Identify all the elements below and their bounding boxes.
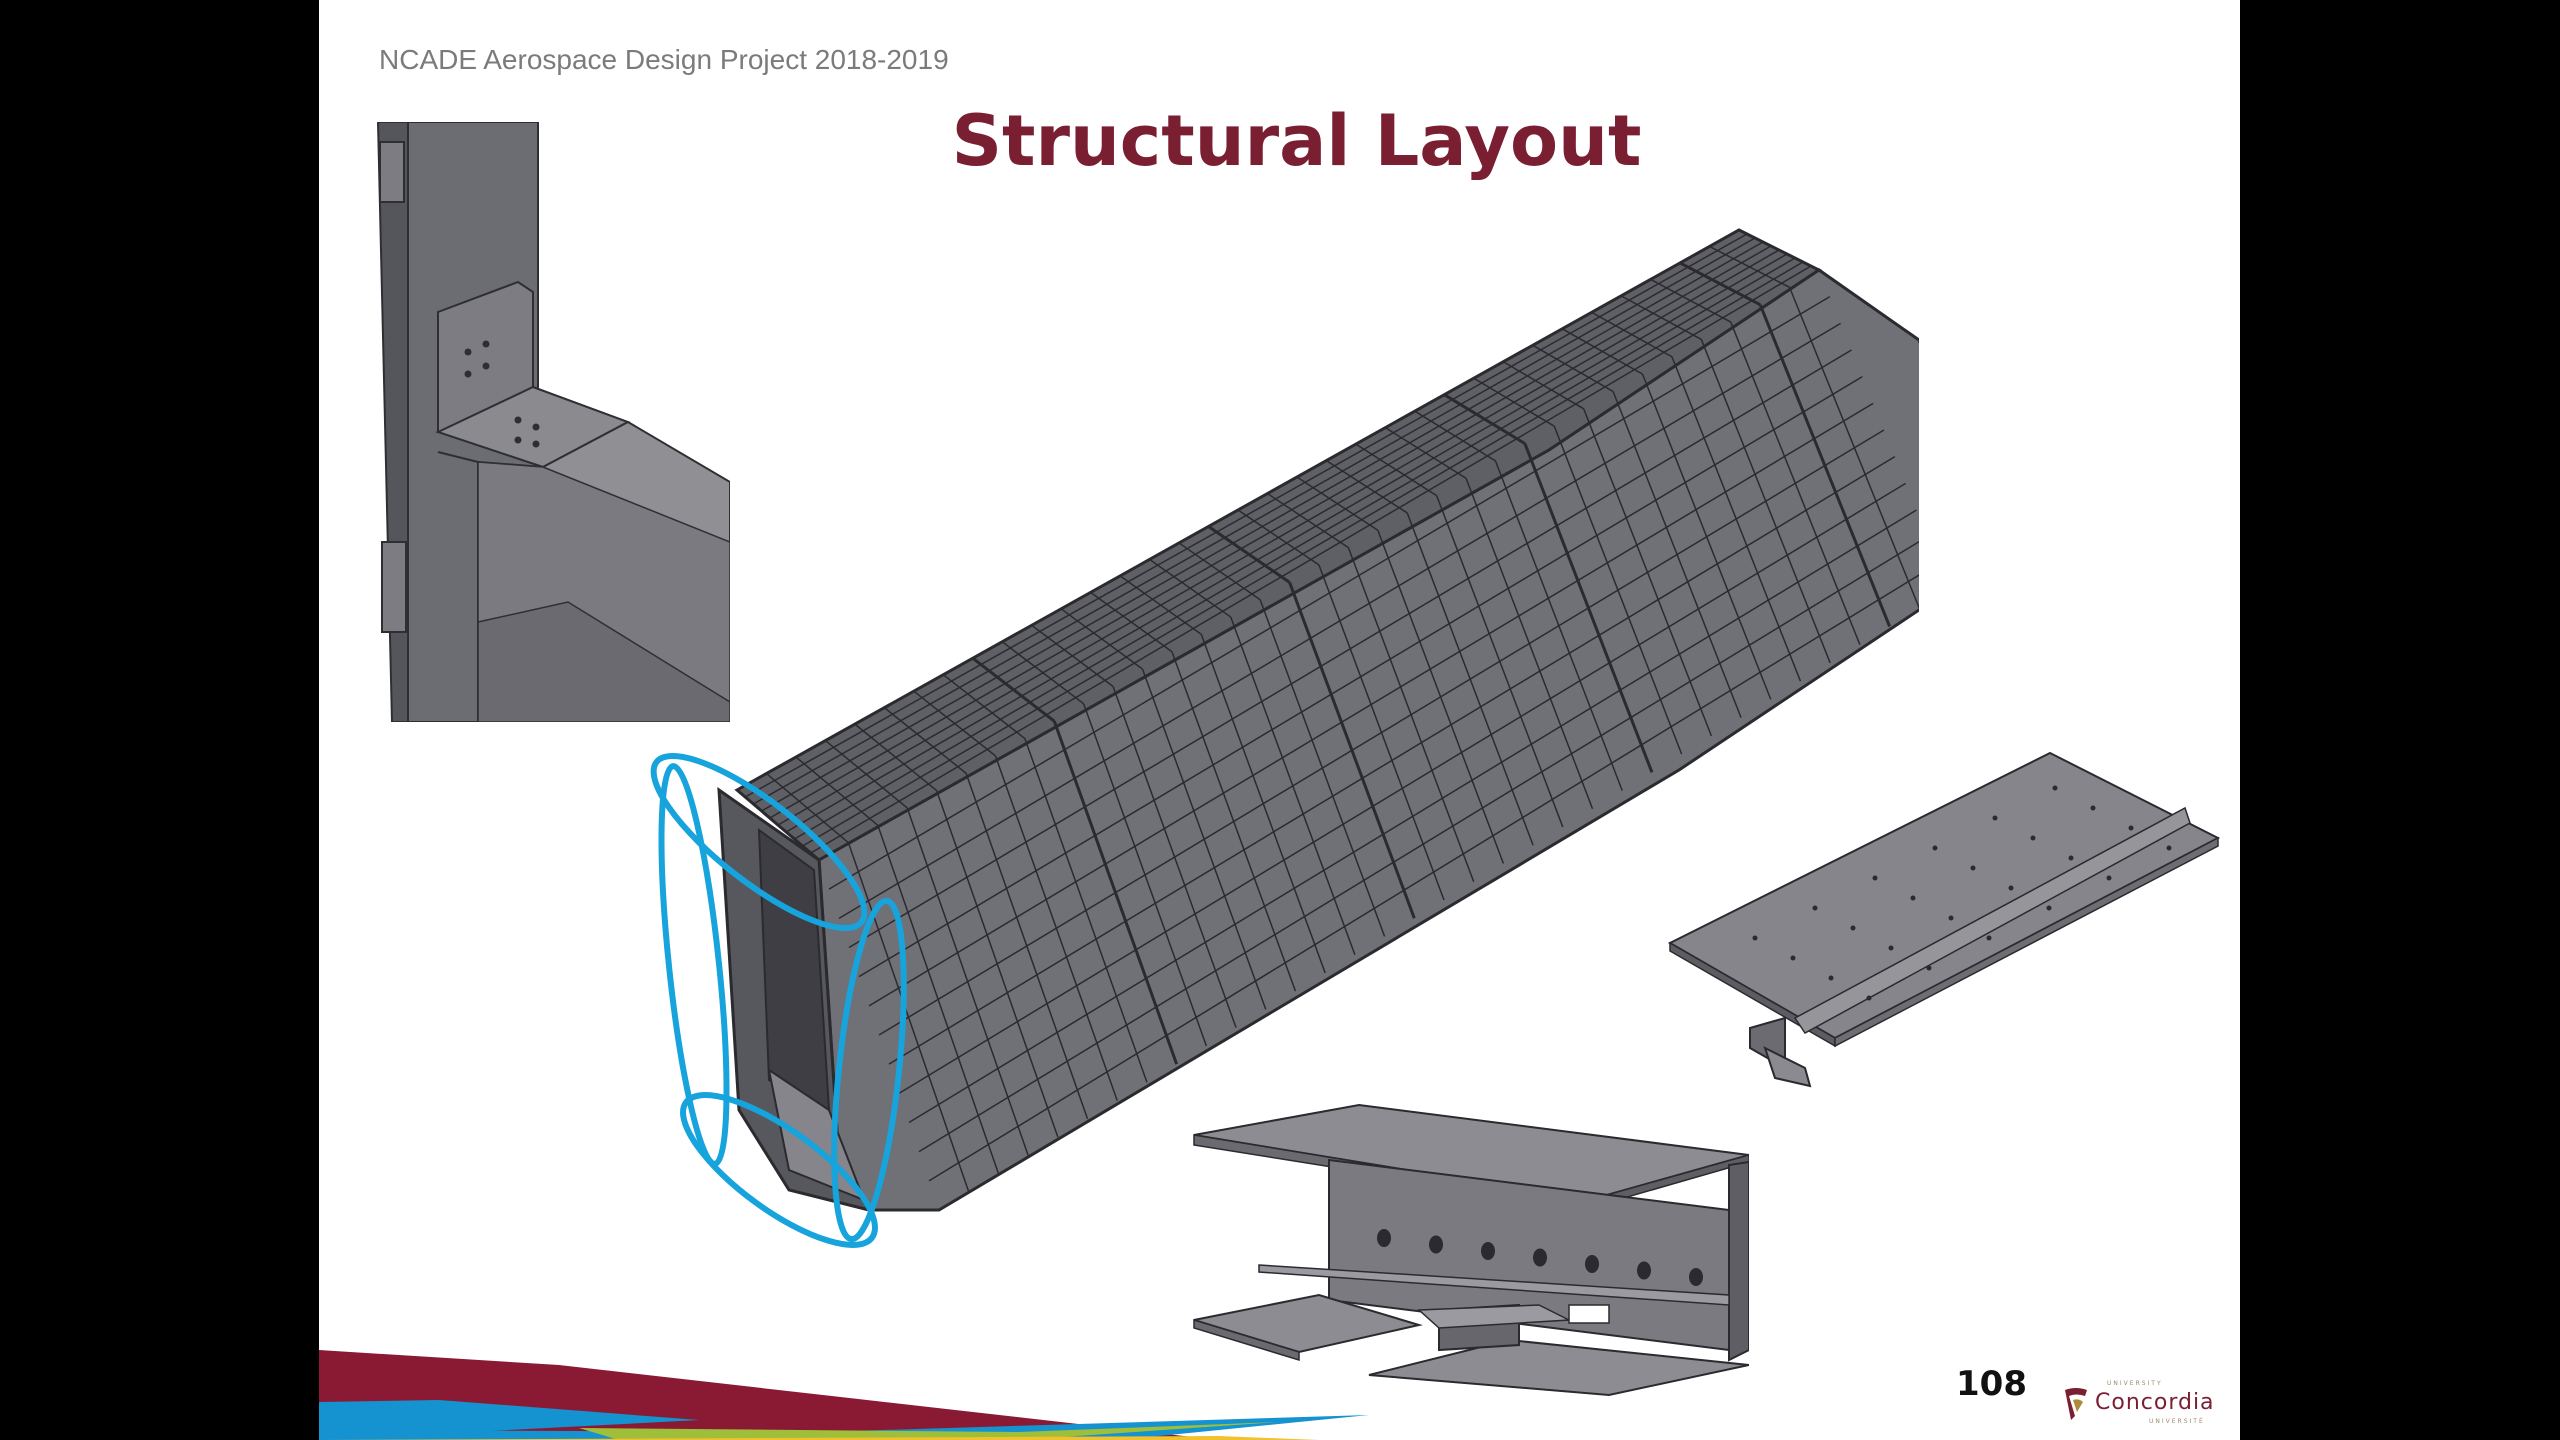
- logo-wordmark: Concordia: [2095, 1390, 2215, 1415]
- cad-plate-with-stringer-image: [1667, 751, 2221, 1088]
- page-title: Structural Layout: [951, 100, 1642, 182]
- logo-top-small-text: UNIVERSITY: [2107, 1380, 2163, 1387]
- cad-channel-rib-section-image: [1193, 1103, 1749, 1397]
- slide: NCADE Aerospace Design Project 2018-2019…: [319, 0, 2240, 1440]
- highlight-ellipse-top: [650, 752, 868, 932]
- concordia-logo: UNIVERSITY Concordia UNIVERSITÉ: [2061, 1380, 2221, 1428]
- highlight-ellipses: [650, 752, 907, 1248]
- bottom-stripes-decoration: [319, 1350, 1369, 1440]
- logo-bottom-small-text: UNIVERSITÉ: [2149, 1418, 2205, 1425]
- highlight-ellipse-bottom: [680, 1092, 878, 1248]
- header-note: NCADE Aerospace Design Project 2018-2019: [379, 44, 949, 75]
- highlight-ellipse-right: [831, 897, 907, 1243]
- concordia-crest-icon: [2065, 1388, 2087, 1420]
- page-number: 108: [1956, 1364, 2027, 1404]
- cad-spar-joint-detail-image: [368, 122, 730, 722]
- highlight-ellipse-left: [658, 763, 730, 1167]
